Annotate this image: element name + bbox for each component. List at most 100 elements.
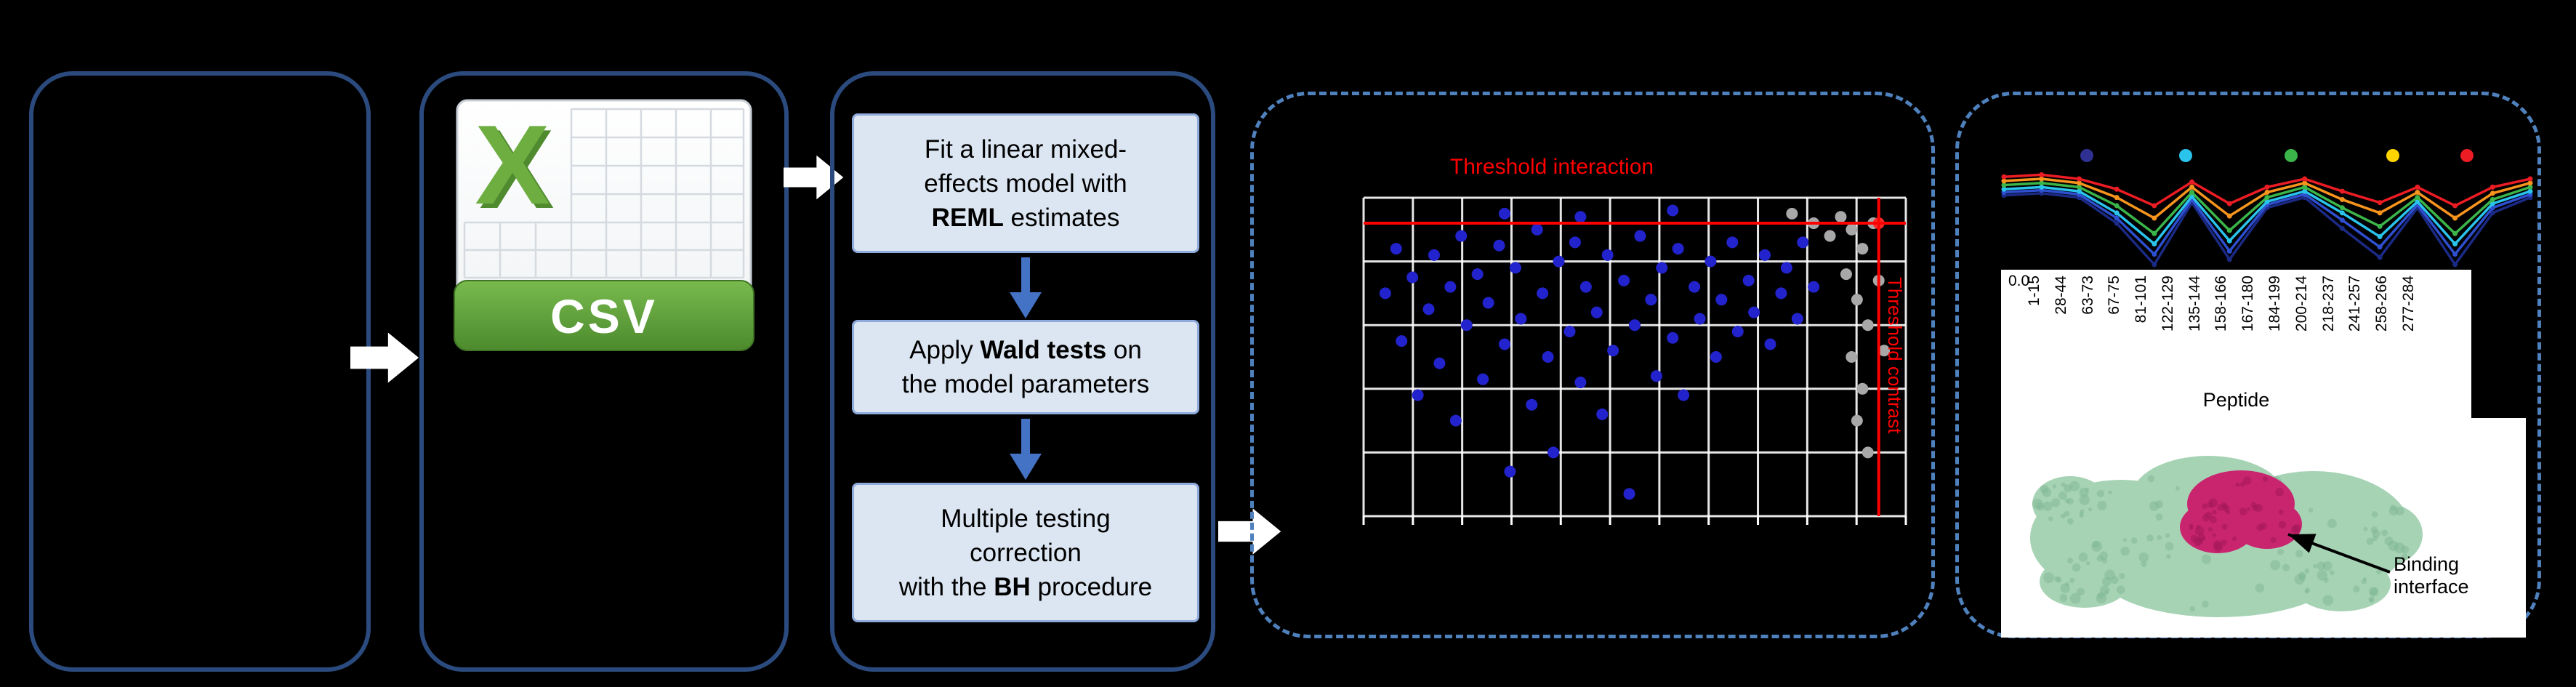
panel-input [29, 71, 371, 672]
uptake-marker [2452, 241, 2458, 246]
axis-tick-label: 0.0 [2008, 273, 2030, 289]
binding-interface-texture [2189, 476, 2301, 552]
significant-point [1601, 249, 1614, 261]
scatter-side-label: Threshold contrast [1884, 277, 1906, 434]
peptide-tick-label: 167-180 [2239, 276, 2257, 332]
uptake-marker [2452, 230, 2458, 236]
significant-point [1406, 271, 1419, 284]
uptake-marker [2152, 230, 2157, 236]
significant-point [1748, 306, 1760, 318]
significant-point [1509, 262, 1521, 274]
significant-point [1537, 287, 1549, 300]
uptake-marker [2001, 178, 2007, 184]
significant-point [1553, 255, 1565, 268]
uptake-marker [2339, 205, 2345, 211]
uptake-marker [2039, 180, 2045, 186]
flow-arrow-right-1 [350, 332, 419, 383]
not_significant-point [1861, 319, 1874, 332]
not_significant-point [1856, 382, 1869, 395]
scatter-title: Threshold interaction [1449, 155, 1654, 179]
significant-point [1526, 398, 1538, 411]
uptake-marker [2377, 210, 2383, 216]
condition-dot [2285, 149, 2298, 162]
significant-point [1672, 243, 1684, 255]
significant-point [1808, 281, 1820, 293]
significant-point [1667, 204, 1679, 217]
csv-x-letter: X [475, 102, 550, 228]
flow-arrow-right-2 [784, 155, 844, 200]
annotation-arrow-icon [2287, 533, 2391, 574]
uptake-marker [2452, 215, 2458, 221]
significant-point [1678, 389, 1690, 401]
condition-dot [2179, 149, 2192, 162]
significant-point [1607, 345, 1619, 357]
uptake-marker [2377, 234, 2383, 240]
uptake-marker [2264, 198, 2270, 204]
uptake-marker [2339, 225, 2345, 231]
uptake-marker [2302, 188, 2308, 194]
significant-point [1764, 338, 1776, 350]
significant-point [1742, 274, 1755, 286]
uptake-marker [2076, 180, 2082, 186]
significant-point [1542, 351, 1554, 363]
significant-point [1515, 313, 1527, 325]
peptide-tick-label: 63-73 [2079, 276, 2096, 315]
not_significant-point [1878, 345, 1891, 357]
uptake-marker [2001, 186, 2007, 192]
uptake-marker [2264, 195, 2270, 201]
uptake-marker [2076, 184, 2082, 190]
csv-banner [454, 280, 754, 351]
uptake-marker [2302, 184, 2308, 190]
peptide-tick-label: 1-15 [2026, 276, 2042, 307]
peptide-tick-label: 184-199 [2266, 276, 2284, 332]
significant-point [1390, 243, 1402, 255]
uptake-marker [2302, 180, 2308, 186]
significant-point [1493, 239, 1505, 252]
uptake-marker [2264, 184, 2270, 190]
uptake-marker [2114, 195, 2120, 201]
uptake-marker [2039, 184, 2045, 190]
significant-point [1482, 297, 1494, 309]
uptake-marker [2114, 210, 2120, 216]
uptake-marker [2152, 241, 2157, 246]
not_significant-point [1861, 446, 1874, 459]
csv-x-letter-shadow: X [479, 106, 554, 232]
significant-point [1428, 249, 1440, 261]
peptide-tick-label: 277-284 [2399, 276, 2417, 332]
csv-file-icon: X X CSV [454, 99, 754, 351]
uptake-marker [2490, 190, 2495, 196]
not_significant-point [1856, 243, 1869, 255]
uptake-marker [2377, 254, 2383, 260]
significant-point [1759, 249, 1771, 261]
uptake-marker [2152, 252, 2157, 257]
not_significant-point [1846, 351, 1858, 363]
significant-point [1618, 274, 1630, 286]
significant-point [1396, 335, 1408, 347]
condition-dot [2386, 149, 2399, 162]
uptake-marker [2114, 203, 2120, 209]
uptake-marker [2377, 223, 2383, 229]
uptake-marker [2452, 252, 2458, 257]
uptake-marker [2226, 213, 2232, 219]
significant-point [1504, 465, 1516, 478]
uptake-marker [2452, 203, 2458, 209]
uptake-marker [2001, 182, 2007, 188]
peptide-tick-label: 241-257 [2346, 276, 2364, 332]
significant-point [1775, 287, 1787, 300]
significant-point [1498, 338, 1510, 350]
uptake-marker [2226, 238, 2232, 244]
peptide-tick-label: 218-237 [2319, 276, 2337, 332]
uptake-marker [2339, 196, 2345, 202]
uptake-marker [2339, 210, 2345, 216]
significant-point [1780, 262, 1792, 274]
uptake-marker [2189, 184, 2195, 190]
significant-point [1460, 319, 1473, 332]
not_significant-point [1835, 211, 1847, 223]
uptake-marker [2377, 200, 2383, 206]
uptake-marker [2415, 195, 2420, 201]
uptake-marker [2527, 180, 2533, 186]
not_significant-point [1851, 414, 1863, 427]
